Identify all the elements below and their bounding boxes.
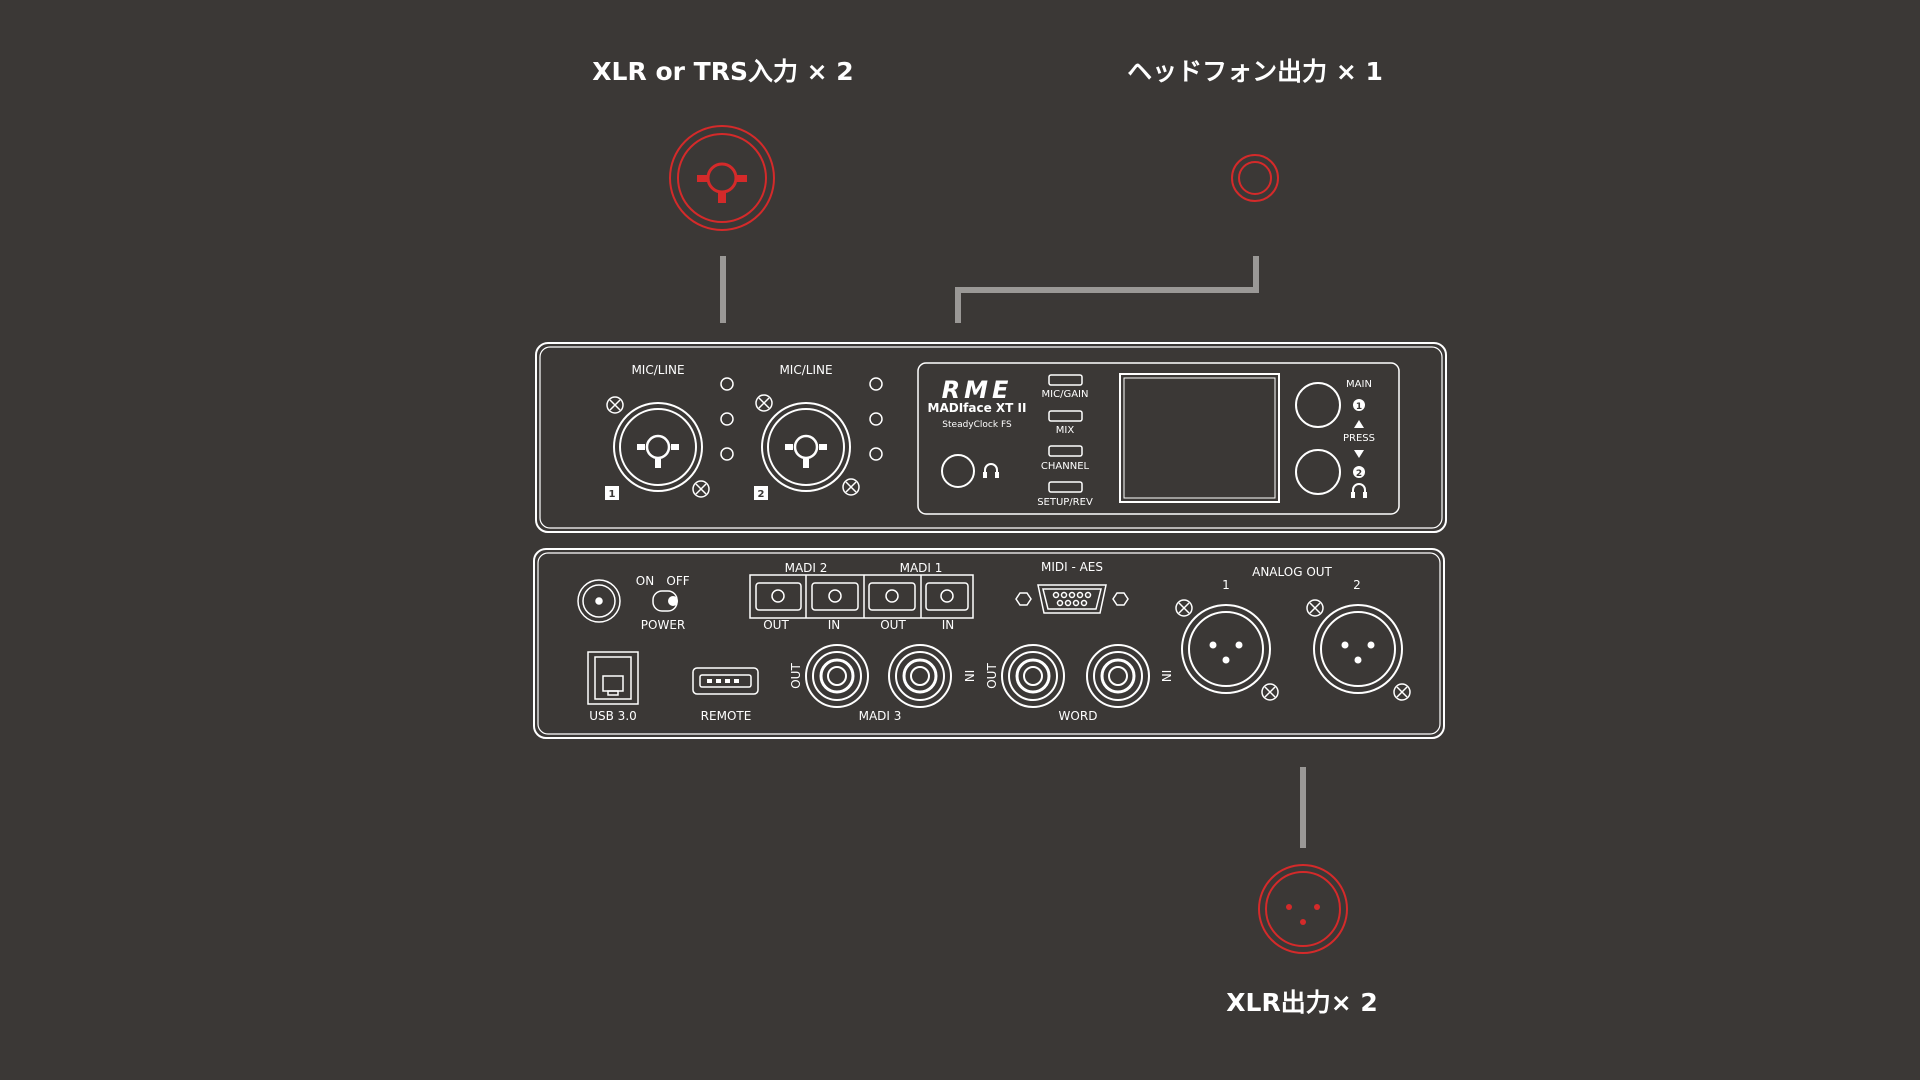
analog-out-2-xlr[interactable]	[1313, 604, 1403, 694]
word-in-label: IN	[1159, 670, 1173, 683]
madi3-in-label: IN	[962, 670, 976, 683]
front-panel: MIC/LINE 1 MIC/LINE	[535, 342, 1447, 533]
ch2-level-leds	[869, 377, 883, 461]
word-label: WORD	[1059, 709, 1098, 723]
power-on-label: ON	[636, 574, 654, 588]
knob-2-number: 2	[1356, 469, 1362, 479]
screw-icon	[1175, 599, 1411, 701]
arrow-up-icon	[1354, 420, 1364, 428]
madi3-label: MADI 3	[859, 709, 902, 723]
madi3-out-label: OUT	[789, 663, 803, 689]
power-inlet[interactable]	[577, 579, 621, 623]
headphone-output-jack[interactable]	[941, 454, 975, 488]
power-off-label: OFF	[666, 574, 689, 588]
analog-out-2-label: 2	[1353, 578, 1361, 592]
madi1-label: MADI 1	[900, 561, 943, 575]
xlr-output-icon	[1258, 864, 1348, 954]
word-in-bnc[interactable]	[1086, 644, 1150, 708]
button-channel[interactable]: CHANNEL	[1041, 445, 1090, 472]
madi1-out-label: OUT	[880, 618, 906, 632]
ch1-number-badge	[605, 486, 619, 500]
button-setup-rev[interactable]: SETUP/REV	[1037, 481, 1093, 508]
headphone-jack-icon	[1231, 154, 1279, 202]
knob-1-number: 1	[1356, 402, 1362, 412]
button-mic-gain-label: MIC/GAIN	[1042, 389, 1089, 400]
headphone-icon	[983, 463, 999, 478]
rear-panel: ON OFF POWER MADI 2 MADI 1 OUT IN OUT IN…	[533, 548, 1445, 739]
arrow-down-icon	[1354, 450, 1364, 458]
analog-out-1-label: 1	[1222, 578, 1230, 592]
knob-1-badge	[1353, 399, 1365, 411]
clock-label: SteadyClock FS	[942, 420, 1012, 430]
button-mic-gain[interactable]: MIC/GAIN	[1042, 374, 1089, 400]
button-mix[interactable]: MIX	[1048, 410, 1083, 436]
screw-icon	[606, 396, 710, 498]
control-section	[917, 362, 1400, 515]
ch2-number-badge	[754, 486, 768, 500]
usb-label: USB 3.0	[589, 709, 637, 723]
callout-output-label: XLR出力× 2	[1226, 988, 1378, 1017]
knob-phones[interactable]	[1295, 449, 1341, 495]
ch1-number: 1	[609, 489, 616, 500]
button-setup-rev-label: SETUP/REV	[1037, 497, 1093, 508]
headphone-icon	[1351, 483, 1367, 498]
madi1-in-label: IN	[942, 618, 955, 632]
madi2-in-label: IN	[828, 618, 841, 632]
connector-lines	[720, 256, 1306, 848]
madi-optical-ports[interactable]	[749, 574, 974, 619]
screw-icon	[755, 394, 860, 496]
power-label: POWER	[641, 618, 685, 632]
ch1-label: MIC/LINE	[631, 363, 684, 377]
brand-logo: RME	[942, 376, 1013, 404]
madi2-out-label: OUT	[763, 618, 789, 632]
power-switch[interactable]	[652, 590, 678, 612]
usb-3-port[interactable]	[587, 651, 639, 705]
model-name: MADIface XT II	[928, 401, 1027, 415]
analog-out-label: ANALOG OUT	[1252, 565, 1332, 579]
ch2-number: 2	[758, 489, 765, 500]
ch1-level-leds	[720, 377, 734, 461]
analog-out-1-xlr[interactable]	[1181, 604, 1271, 694]
button-mix-label: MIX	[1056, 425, 1075, 436]
callout-headphone-label: ヘッドフォン出力 × 1	[1127, 57, 1383, 86]
midi-aes-label: MIDI - AES	[1041, 560, 1103, 574]
word-out-bnc[interactable]	[1001, 644, 1065, 708]
word-out-label: OUT	[985, 663, 999, 689]
remote-label: REMOTE	[701, 709, 752, 723]
callout-input-label: XLR or TRS入力 × 2	[592, 57, 853, 86]
madi3-out-bnc[interactable]	[805, 644, 869, 708]
madi3-in-bnc[interactable]	[888, 644, 952, 708]
madi2-label: MADI 2	[785, 561, 828, 575]
knob-main[interactable]	[1295, 382, 1341, 428]
ch2-label: MIC/LINE	[779, 363, 832, 377]
midi-aes-dsub-port[interactable]	[1015, 584, 1129, 614]
button-channel-label: CHANNEL	[1041, 461, 1090, 472]
remote-port[interactable]	[692, 667, 759, 695]
lcd-display	[1119, 373, 1280, 503]
press-label: PRESS	[1343, 433, 1375, 444]
combo-jack-icon	[669, 125, 775, 231]
ch1-combo-jack[interactable]	[613, 402, 703, 492]
knob-2-badge	[1353, 466, 1365, 478]
knob-main-label: MAIN	[1346, 379, 1372, 390]
ch2-combo-jack[interactable]	[761, 402, 851, 492]
